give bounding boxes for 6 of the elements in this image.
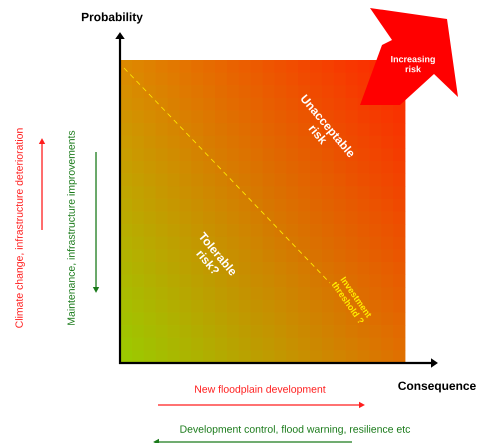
factor-label: Climate change, infrastructure deterioration (15, 128, 25, 328)
factor-label: Development control, flood warning, resilience etc (180, 425, 410, 435)
factor-label: New floodplain development (195, 385, 326, 395)
factor-label: Maintenance, infrastructure improvements (67, 130, 77, 325)
axis-label: Probability (82, 12, 143, 24)
axis-label: Consequence (398, 382, 476, 392)
